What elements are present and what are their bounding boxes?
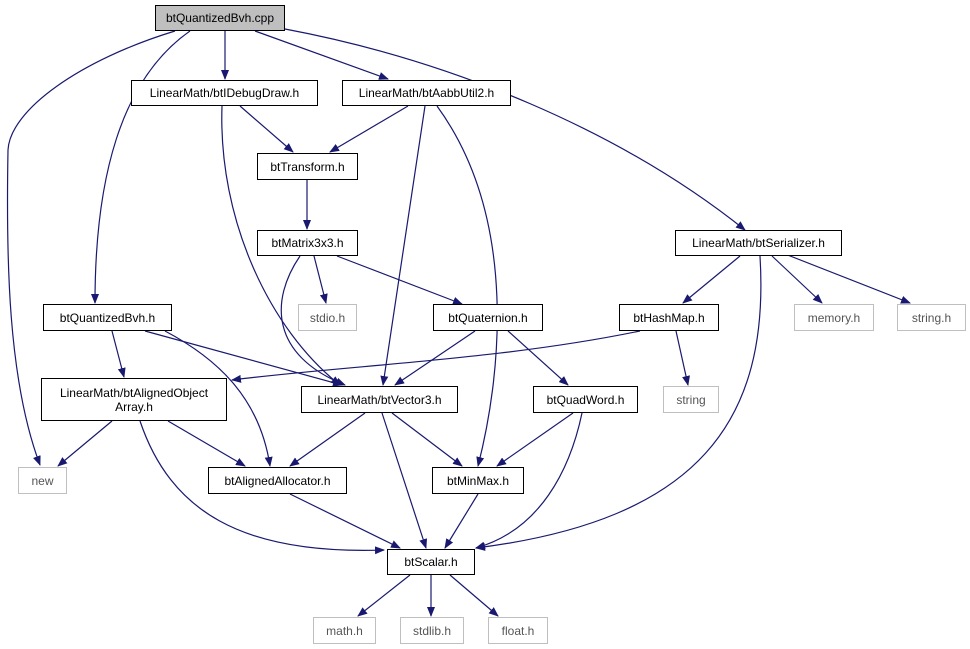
node-bthashmap-h[interactable]: btHashMap.h [619, 304, 719, 331]
node-btserializer-h[interactable]: LinearMath/btSerializer.h [675, 230, 842, 256]
edge-quantizedbvh-h-to-vector3 [144, 330, 343, 387]
edge-minmax-to-scalar [444, 493, 479, 549]
node-btminmax-h[interactable]: btMinMax.h [432, 467, 524, 494]
edge-aabbutil2-to-vector3 [380, 105, 426, 386]
node-btquantizedbvh-cpp[interactable]: btQuantizedBvh.cpp [155, 5, 285, 31]
edge-matrix3x3-to-vector3 [280, 255, 346, 386]
node-math-h: math.h [313, 617, 376, 644]
node-btalignedallocator-h[interactable]: btAlignedAllocator.h [208, 467, 347, 494]
edge-alignedobjectarray-to-new [57, 420, 113, 467]
edge-alignedallocator-to-scalar [289, 493, 401, 549]
node-stdio-h: stdio.h [298, 304, 357, 331]
edge-quadword-to-scalar [475, 412, 583, 550]
edge-vector3-to-alignedallocator [289, 412, 366, 467]
edge-quantizedbvh-h-to-alignedallocator [164, 330, 273, 467]
edge-serializer-to-hashmap [682, 255, 741, 304]
edge-quaternion-to-quadword [507, 330, 569, 386]
edge-scalar-to-math [357, 574, 411, 617]
edge-quaternion-to-vector3 [394, 330, 476, 386]
node-bttransform-h[interactable]: btTransform.h [257, 153, 358, 180]
edge-scalar-to-float [449, 574, 499, 617]
edge-matrix3x3-to-quaternion [336, 255, 463, 305]
node-btquadword-h[interactable]: btQuadWord.h [533, 386, 638, 413]
edge-cpp-to-serializer [284, 28, 746, 231]
edge-quantizedbvh-h-to-alignedobjectarray [111, 330, 126, 378]
node-btscalar-h[interactable]: btScalar.h [387, 549, 475, 575]
edge-aabbutil2-to-minmax [436, 105, 498, 467]
edge-cpp-to-aabbutil2 [254, 30, 389, 80]
node-btvector3-h[interactable]: LinearMath/btVector3.h [301, 386, 458, 413]
edge-debugdraw-to-vector3 [221, 105, 341, 386]
edge-hashmap-to-string [675, 330, 690, 386]
node-new: new [18, 467, 67, 494]
edge-serializer-to-memory [771, 255, 823, 304]
node-stdlib-h: stdlib.h [400, 617, 464, 644]
edge-hashmap-to-alignedobjectarray [231, 330, 641, 383]
edge-alignedobjectarray-to-alignedallocator [167, 420, 246, 467]
edge-quadword-to-minmax [496, 412, 574, 467]
edge-vector3-to-minmax [391, 412, 463, 467]
edge-cpp-to-new [6, 30, 176, 466]
edge-serializer-to-scalar [475, 255, 762, 551]
node-btalignedobjectarray-h[interactable]: LinearMath/btAlignedObject Array.h [41, 378, 227, 421]
node-btaabbutil2-h[interactable]: LinearMath/btAabbUtil2.h [342, 80, 511, 106]
edge-cpp-to-quantizedbvh-h [91, 30, 191, 304]
edge-debugdraw-to-transform [239, 105, 294, 153]
node-float-h: float.h [488, 617, 548, 644]
node-memory-h: memory.h [794, 304, 874, 331]
node-btmatrix3x3-h[interactable]: btMatrix3x3.h [257, 230, 358, 256]
node-btquaternion-h[interactable]: btQuaternion.h [433, 304, 543, 331]
edge-vector3-to-scalar [381, 412, 428, 549]
node-btquantizedbvh-h[interactable]: btQuantizedBvh.h [43, 304, 172, 331]
node-string-h: string.h [897, 304, 966, 331]
edge-serializer-to-string-h [784, 253, 911, 304]
edge-matrix3x3-to-stdio [313, 255, 328, 304]
node-btidebugdraw-h[interactable]: LinearMath/btIDebugDraw.h [131, 80, 318, 106]
node-string: string [663, 386, 719, 413]
edge-aabbutil2-to-transform [329, 105, 409, 153]
edge-alignedobjectarray-to-scalar [139, 420, 385, 555]
